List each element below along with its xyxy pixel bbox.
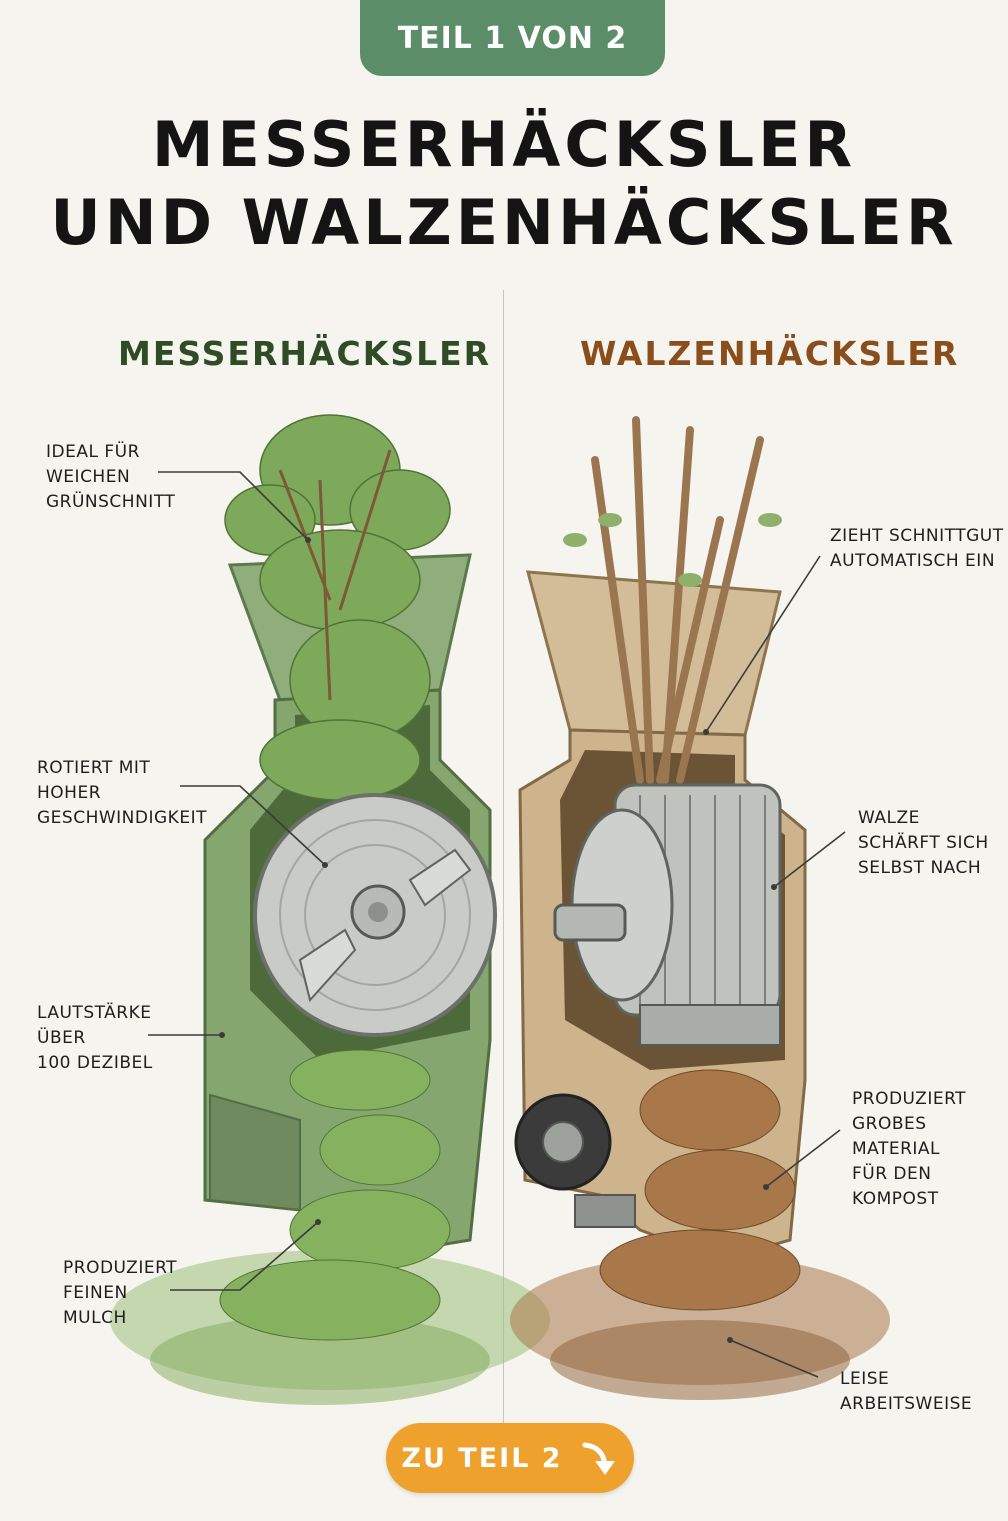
left-label-soft-green: IDEAL FÜR WEICHEN GRÜNSCHNITT bbox=[46, 442, 176, 512]
left-column-heading: MESSERHÄCKSLER bbox=[118, 334, 492, 373]
left-label-high-speed: ROTIERT MIT HOHER GESCHWINDIGKEIT bbox=[37, 758, 207, 828]
left-label-fine-mulch: PRODUZIERT FEINEN MULCH bbox=[63, 1258, 178, 1328]
right-column-heading: WALZENHÄCKSLER bbox=[580, 334, 960, 373]
roller-shredder-illustration bbox=[510, 416, 890, 1400]
arrow-down-right-icon bbox=[581, 1439, 619, 1477]
knife-shredder-illustration bbox=[110, 414, 550, 1405]
right-label-quiet: LEISE ARBEITSWEISE bbox=[840, 1369, 973, 1414]
right-label-coarse-material: PRODUZIERT GROBES MATERIAL FÜR DEN KOMPO… bbox=[852, 1089, 967, 1209]
page-title-line-1: MESSERHÄCKSLER bbox=[151, 108, 857, 181]
next-part-button[interactable]: ZU TEIL 2 bbox=[386, 1423, 634, 1493]
next-part-button-label: ZU TEIL 2 bbox=[401, 1442, 563, 1474]
page-title-line-2: UND WALZENHÄCKSLER bbox=[50, 186, 958, 259]
right-label-self-sharpening: WALZE SCHÄRFT SICH SELBST NACH bbox=[858, 808, 989, 878]
left-label-volume: LAUTSTÄRKE ÜBER 100 DEZIBEL bbox=[37, 1003, 153, 1073]
leader-lines bbox=[148, 471, 846, 1378]
part-badge: TEIL 1 VON 2 bbox=[360, 0, 665, 76]
part-badge-label: TEIL 1 VON 2 bbox=[397, 20, 628, 56]
column-divider bbox=[503, 290, 504, 1490]
right-label-auto-feed: ZIEHT SCHNITTGUT AUTOMATISCH EIN bbox=[830, 526, 1004, 571]
